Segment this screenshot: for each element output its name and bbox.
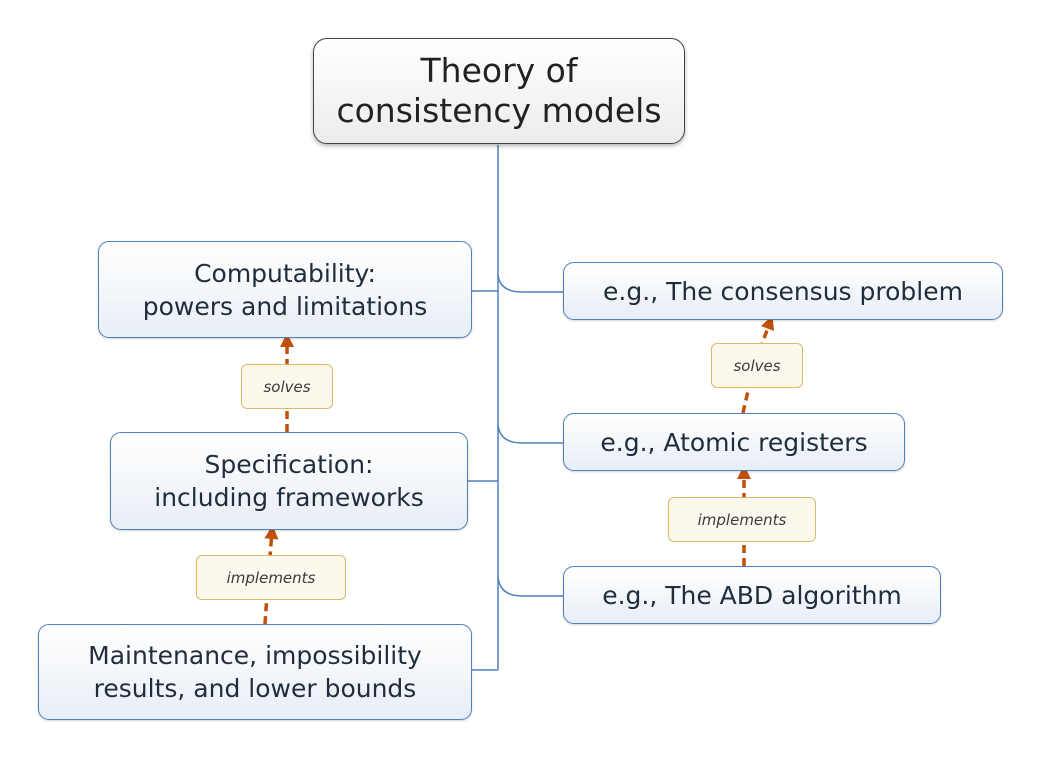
atomic-registers-label: e.g., Atomic registers bbox=[600, 427, 868, 457]
left-solves-tag: solves bbox=[241, 364, 333, 409]
consensus-node[interactable]: e.g., The consensus problem bbox=[563, 262, 1003, 320]
specification-label: Specification: including frameworks bbox=[154, 450, 424, 512]
left-implements-tag: implements bbox=[196, 555, 346, 600]
computability-node[interactable]: Computability: powers and limitations bbox=[98, 241, 472, 338]
right-implements-tag: implements bbox=[668, 497, 816, 542]
branch-consensus bbox=[497, 274, 563, 293]
computability-label: Computability: powers and limitations bbox=[142, 258, 428, 321]
abd-node[interactable]: e.g., The ABD algorithm bbox=[563, 566, 941, 624]
specification-node[interactable]: Specification: including frameworks bbox=[110, 432, 468, 530]
root-topic-node[interactable]: Theory of consistency models bbox=[313, 38, 685, 144]
consensus-label: e.g., The consensus problem bbox=[603, 276, 963, 306]
right-solves-tag: solves bbox=[711, 343, 803, 388]
branch-abd bbox=[497, 576, 563, 597]
abd-label: e.g., The ABD algorithm bbox=[602, 580, 902, 610]
maintenance-node[interactable]: Maintenance, impossibility results, and … bbox=[38, 624, 472, 720]
atomic-registers-node[interactable]: e.g., Atomic registers bbox=[563, 413, 905, 471]
root-topic-label: Theory of consistency models bbox=[336, 51, 662, 130]
maintenance-label: Maintenance, impossibility results, and … bbox=[88, 641, 422, 703]
branch-atomic-registers bbox=[497, 424, 563, 444]
